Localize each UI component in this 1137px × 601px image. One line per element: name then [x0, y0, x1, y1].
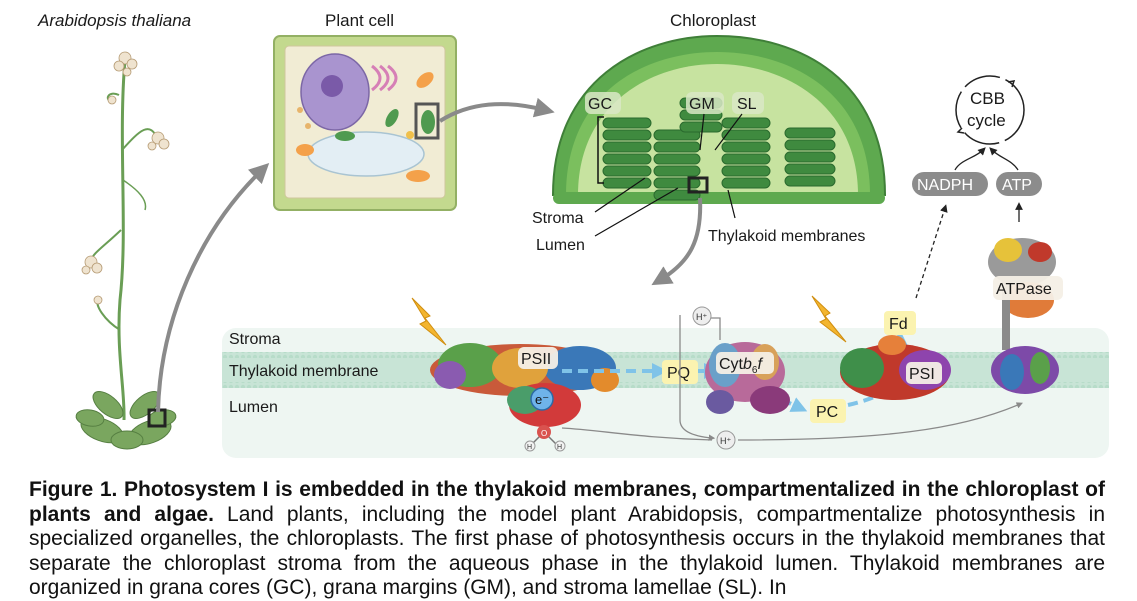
figure-caption: Figure 1. Photosystem I is embedded in t… — [29, 478, 1105, 601]
atpase-complex — [988, 238, 1059, 394]
hydrogen-label: H — [527, 444, 532, 451]
chloroplast-label: Chloroplast — [670, 11, 756, 30]
water-molecule — [524, 425, 566, 452]
hydrogen-label: H — [557, 444, 562, 451]
chloroplast-lumen-label: Lumen — [536, 237, 585, 254]
nadph-pill — [912, 172, 988, 196]
lightning-icon — [411, 297, 447, 346]
lightning-icon — [811, 295, 847, 343]
atpase-label: ATPase — [996, 281, 1052, 298]
caption-title: Figure 1. Photosystem I is embedded in t… — [29, 478, 1105, 526]
proton-label: H⁺ — [720, 436, 731, 446]
thylakoid-membranes-label: Thylakoid membranes — [708, 228, 865, 245]
pq-label: PQ — [667, 365, 690, 382]
cbb-label-line1: CBB — [970, 89, 1005, 108]
cbb-cycle — [955, 75, 1025, 145]
chloroplast-stroma-label: Stroma — [532, 210, 584, 227]
psii-complex — [430, 343, 619, 427]
membrane-panel — [222, 328, 1109, 458]
proton-icon — [692, 306, 712, 326]
nadph-label: NADPH — [917, 177, 973, 194]
atp-label: ATP — [1002, 177, 1032, 194]
oxygen-label: O — [541, 429, 547, 438]
psi-label: PSI — [909, 366, 935, 383]
gc-label: GC — [588, 96, 612, 113]
psii-label: PSII — [521, 351, 551, 368]
plant-cell-diagram — [273, 35, 457, 211]
fd-label: Fd — [889, 316, 908, 333]
thylakoid-membrane-label: Thylakoid membrane — [229, 363, 379, 380]
stroma-label: Stroma — [229, 331, 281, 348]
lumen-label: Lumen — [229, 399, 278, 416]
cbb-label-line2: cycle — [967, 111, 1006, 130]
atp-pill — [996, 172, 1042, 196]
sl-label: SL — [737, 96, 757, 113]
proton-label: H⁺ — [696, 312, 707, 322]
chloroplast-diagram — [551, 34, 887, 204]
plant-cell-label: Plant cell — [325, 11, 394, 30]
cytb6f-label: Cytb6f — [719, 356, 763, 376]
electron-label: e⁻ — [535, 392, 549, 407]
pc-label: PC — [816, 404, 838, 421]
fd-box — [884, 311, 916, 335]
proton-icon — [716, 430, 736, 450]
arabidopsis-plant — [75, 51, 177, 450]
species-label: Arabidopsis thaliana — [37, 11, 191, 30]
pc-box — [810, 399, 846, 423]
caption-body: Land plants, including the model plant A… — [29, 502, 1105, 600]
electron-icon — [530, 387, 554, 411]
gm-label: GM — [689, 96, 715, 113]
photosynthesis-figure: Arabidopsis thaliana Plant cell Chloropl… — [37, 11, 1109, 458]
